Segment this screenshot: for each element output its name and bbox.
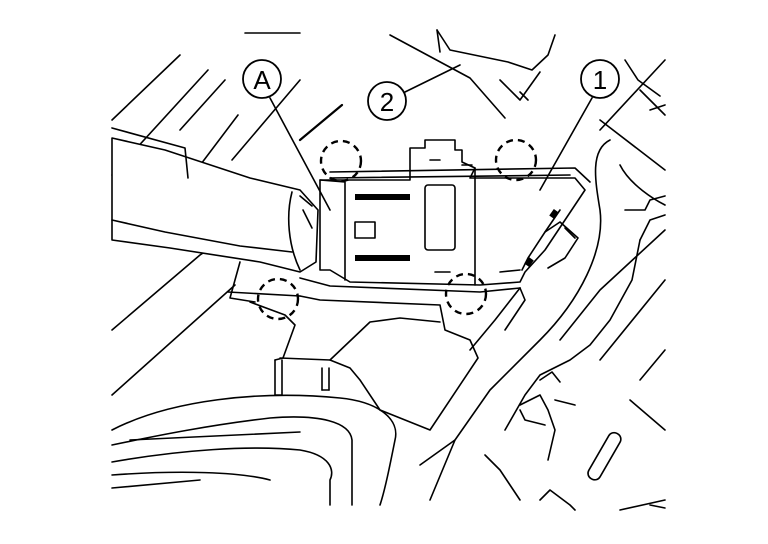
callout-2-label: 2 — [380, 87, 394, 117]
hand-pressing — [111, 127, 319, 273]
mounting-bracket — [227, 261, 526, 431]
clip-locations — [256, 138, 538, 321]
callout-2: 2 — [367, 81, 407, 121]
callout-1-label: 1 — [593, 65, 607, 95]
clip-marker-bottom-left — [256, 277, 300, 321]
side-panel-structure — [429, 59, 666, 511]
clip-marker-bottom-right — [444, 272, 488, 316]
leader-A — [269, 97, 331, 211]
clip-marker-top-right — [494, 138, 538, 182]
leader-2 — [404, 64, 461, 93]
callout-A: A — [242, 59, 282, 99]
leader-1 — [539, 97, 593, 191]
background-structure — [111, 29, 666, 396]
callout-A-label: A — [253, 65, 271, 95]
callout-1: 1 — [580, 59, 620, 99]
clip-marker-top-left — [319, 139, 363, 183]
lower-structure — [111, 394, 456, 506]
callout-leaders — [269, 64, 593, 211]
